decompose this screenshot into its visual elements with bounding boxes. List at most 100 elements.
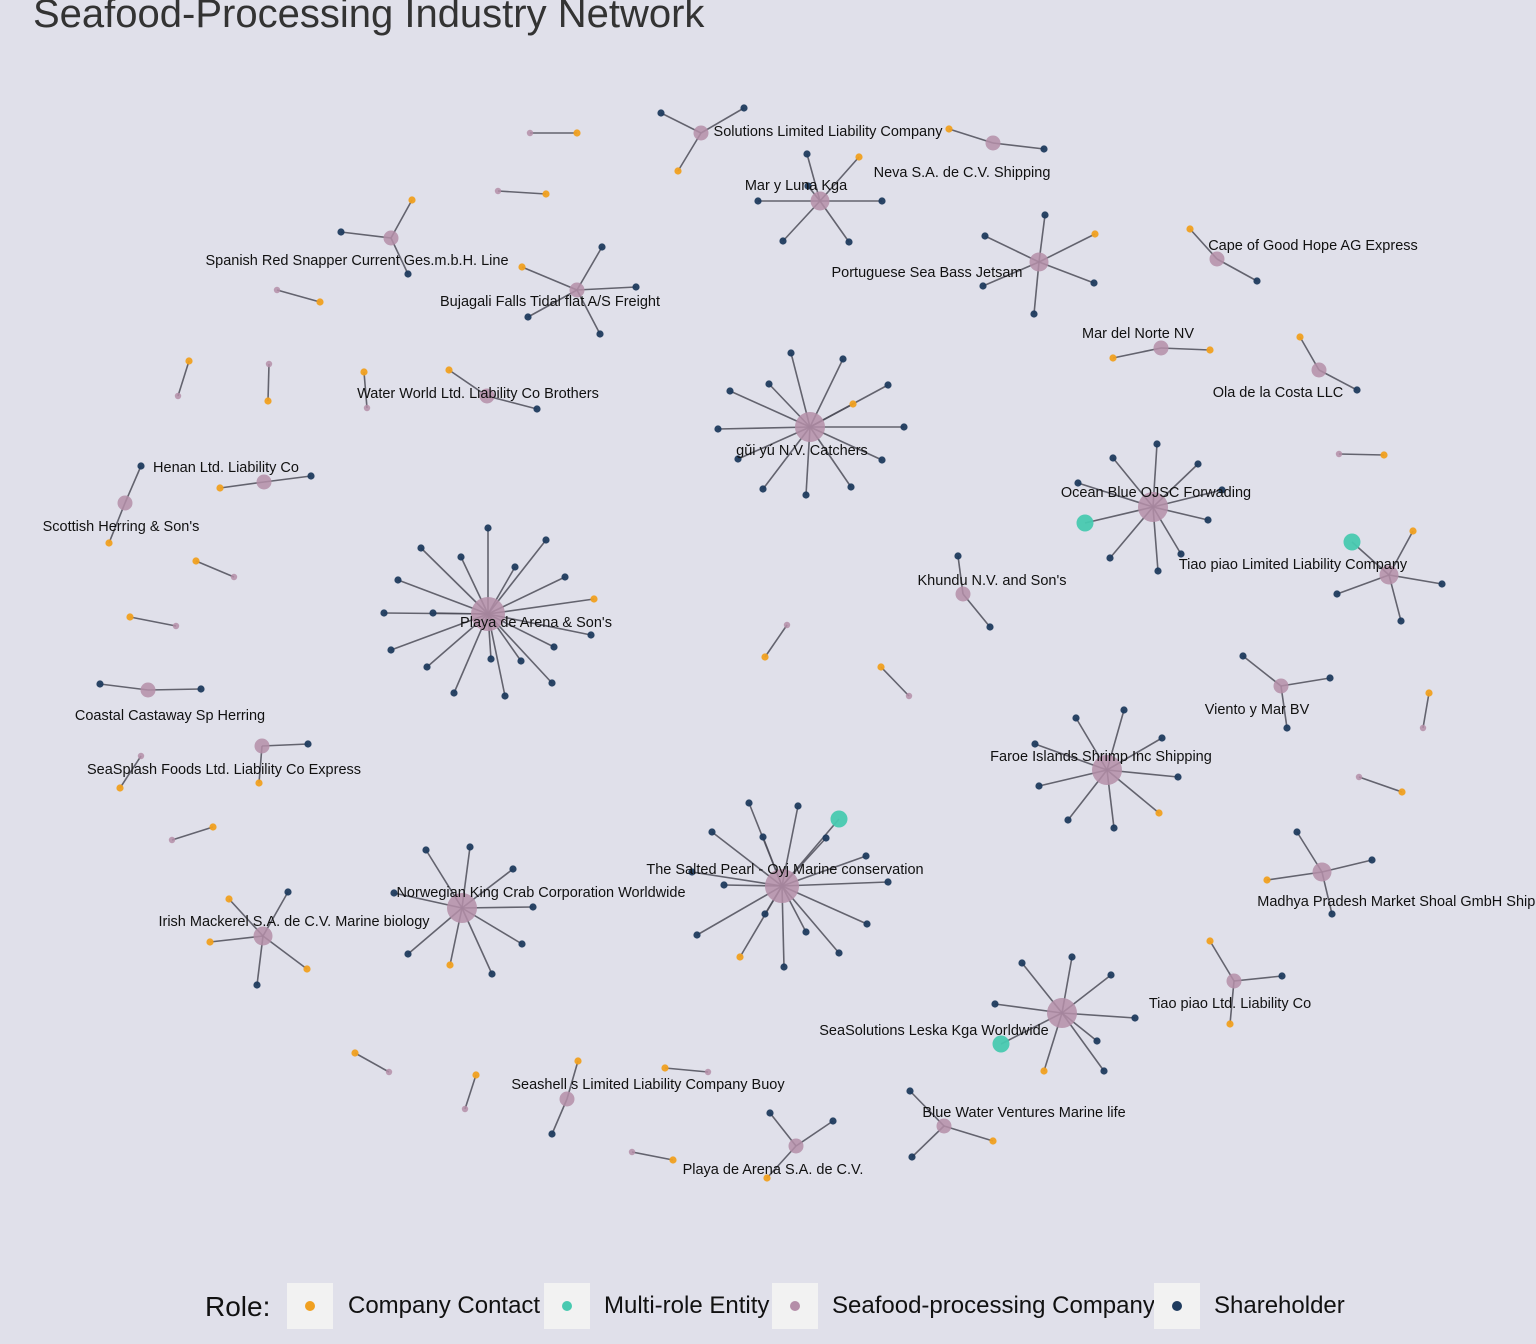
company-node[interactable] (810, 191, 830, 211)
shareholder-node[interactable] (1438, 580, 1446, 588)
company-node[interactable] (783, 621, 791, 629)
company-node[interactable] (471, 597, 505, 631)
shareholder-node[interactable] (1107, 971, 1115, 979)
contact-node[interactable] (849, 400, 857, 408)
company-node[interactable] (1335, 450, 1343, 458)
contact-node[interactable] (192, 557, 200, 565)
shareholder-node[interactable] (1253, 277, 1261, 285)
shareholder-node[interactable] (908, 1153, 916, 1161)
contact-node[interactable] (1155, 809, 1163, 817)
company-node[interactable] (363, 404, 371, 412)
shareholder-node[interactable] (390, 889, 398, 897)
shareholder-node[interactable] (423, 663, 431, 671)
shareholder-node[interactable] (906, 1087, 914, 1095)
shareholder-node[interactable] (1018, 959, 1026, 967)
contact-node[interactable] (1206, 937, 1214, 945)
shareholder-node[interactable] (839, 355, 847, 363)
company-node[interactable] (526, 129, 534, 137)
company-node[interactable] (254, 738, 270, 754)
shareholder-node[interactable] (708, 828, 716, 836)
shareholder-node[interactable] (884, 381, 892, 389)
multi-role-node[interactable] (830, 810, 848, 828)
contact-node[interactable] (573, 129, 581, 137)
contact-node[interactable] (225, 895, 233, 903)
contact-node[interactable] (216, 484, 224, 492)
company-node[interactable] (1379, 565, 1399, 585)
shareholder-node[interactable] (404, 950, 412, 958)
company-node[interactable] (1138, 492, 1168, 522)
shareholder-node[interactable] (954, 552, 962, 560)
company-node[interactable] (905, 692, 913, 700)
contact-node[interactable] (574, 1057, 582, 1065)
company-node[interactable] (693, 125, 709, 141)
shareholder-node[interactable] (1283, 724, 1291, 732)
shareholder-node[interactable] (1397, 617, 1405, 625)
shareholder-node[interactable] (542, 536, 550, 544)
company-node[interactable] (559, 1091, 575, 1107)
shareholder-node[interactable] (1093, 1037, 1101, 1045)
company-node[interactable] (117, 495, 133, 511)
shareholder-node[interactable] (979, 282, 987, 290)
company-node[interactable] (253, 926, 273, 946)
shareholder-node[interactable] (587, 631, 595, 639)
shareholder-node[interactable] (822, 834, 830, 842)
company-node[interactable] (461, 1105, 469, 1113)
shareholder-node[interactable] (457, 553, 465, 561)
contact-node[interactable] (669, 1156, 677, 1164)
shareholder-node[interactable] (1100, 1067, 1108, 1075)
shareholder-node[interactable] (596, 330, 604, 338)
shareholder-node[interactable] (96, 680, 104, 688)
shareholder-node[interactable] (1030, 310, 1038, 318)
shareholder-node[interactable] (548, 1130, 556, 1138)
shareholder-node[interactable] (1064, 816, 1072, 824)
shareholder-node[interactable] (1278, 972, 1286, 980)
shareholder-node[interactable] (779, 237, 787, 245)
shareholder-node[interactable] (1153, 440, 1161, 448)
contact-node[interactable] (445, 366, 453, 374)
shareholder-node[interactable] (1106, 554, 1114, 562)
contact-node[interactable] (1380, 451, 1388, 459)
shareholder-node[interactable] (518, 940, 526, 948)
shareholder-node[interactable] (422, 846, 430, 854)
contact-node[interactable] (661, 1064, 669, 1072)
contact-node[interactable] (945, 125, 953, 133)
contact-node[interactable] (1091, 230, 1099, 238)
shareholder-node[interactable] (561, 573, 569, 581)
shareholder-node[interactable] (714, 425, 722, 433)
shareholder-node[interactable] (197, 685, 205, 693)
company-node[interactable] (447, 893, 477, 923)
contact-node[interactable] (736, 953, 744, 961)
shareholder-node[interactable] (387, 646, 395, 654)
contact-node[interactable] (518, 263, 526, 271)
shareholder-node[interactable] (284, 888, 292, 896)
shareholder-node[interactable] (1218, 486, 1226, 494)
company-node[interactable] (1153, 340, 1169, 356)
shareholder-node[interactable] (1068, 953, 1076, 961)
contact-node[interactable] (763, 1174, 771, 1182)
contact-node[interactable] (303, 965, 311, 973)
shareholder-node[interactable] (688, 868, 696, 876)
contact-node[interactable] (1263, 876, 1271, 884)
company-node[interactable] (1092, 755, 1122, 785)
shareholder-node[interactable] (802, 928, 810, 936)
shareholder-node[interactable] (884, 878, 892, 886)
contact-node[interactable] (1409, 527, 1417, 535)
shareholder-node[interactable] (1035, 782, 1043, 790)
shareholder-node[interactable] (598, 243, 606, 251)
shareholder-node[interactable] (304, 740, 312, 748)
shareholder-node[interactable] (1194, 460, 1202, 468)
contact-node[interactable] (1109, 354, 1117, 362)
shareholder-node[interactable] (450, 689, 458, 697)
shareholder-node[interactable] (794, 802, 802, 810)
company-node[interactable] (140, 682, 156, 698)
shareholder-node[interactable] (745, 799, 753, 807)
contact-node[interactable] (674, 167, 682, 175)
company-node[interactable] (494, 187, 502, 195)
contact-node[interactable] (316, 298, 324, 306)
company-node[interactable] (385, 1068, 393, 1076)
company-node[interactable] (628, 1148, 636, 1156)
shareholder-node[interactable] (754, 197, 762, 205)
shareholder-node[interactable] (501, 692, 509, 700)
company-node[interactable] (1047, 998, 1077, 1028)
contact-node[interactable] (209, 823, 217, 831)
